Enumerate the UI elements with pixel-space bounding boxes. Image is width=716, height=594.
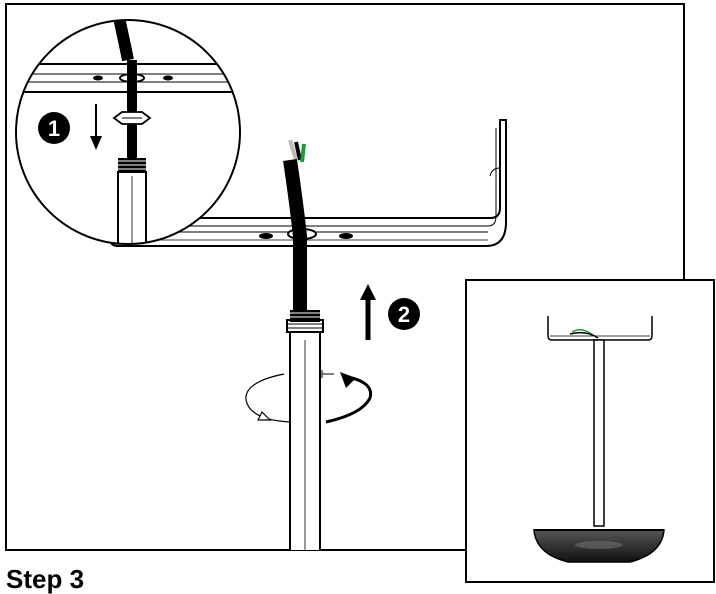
rotation-arrow bbox=[245, 370, 373, 424]
step-one-number: 1 bbox=[48, 116, 60, 141]
step-one-badge: 1 bbox=[38, 112, 70, 144]
inset-pole bbox=[593, 339, 605, 527]
finished-fixture-inset bbox=[465, 279, 715, 583]
up-arrow bbox=[360, 284, 376, 340]
step-caption: Step 3 bbox=[6, 564, 85, 594]
inset-fixture-head bbox=[533, 529, 665, 563]
wire-leads bbox=[288, 139, 306, 163]
step-two-badge: 2 bbox=[388, 298, 420, 330]
power-cable bbox=[283, 158, 307, 318]
stem-pole bbox=[286, 310, 324, 550]
step-two-number: 2 bbox=[398, 302, 410, 327]
magnified-detail: 1 bbox=[15, 19, 241, 245]
